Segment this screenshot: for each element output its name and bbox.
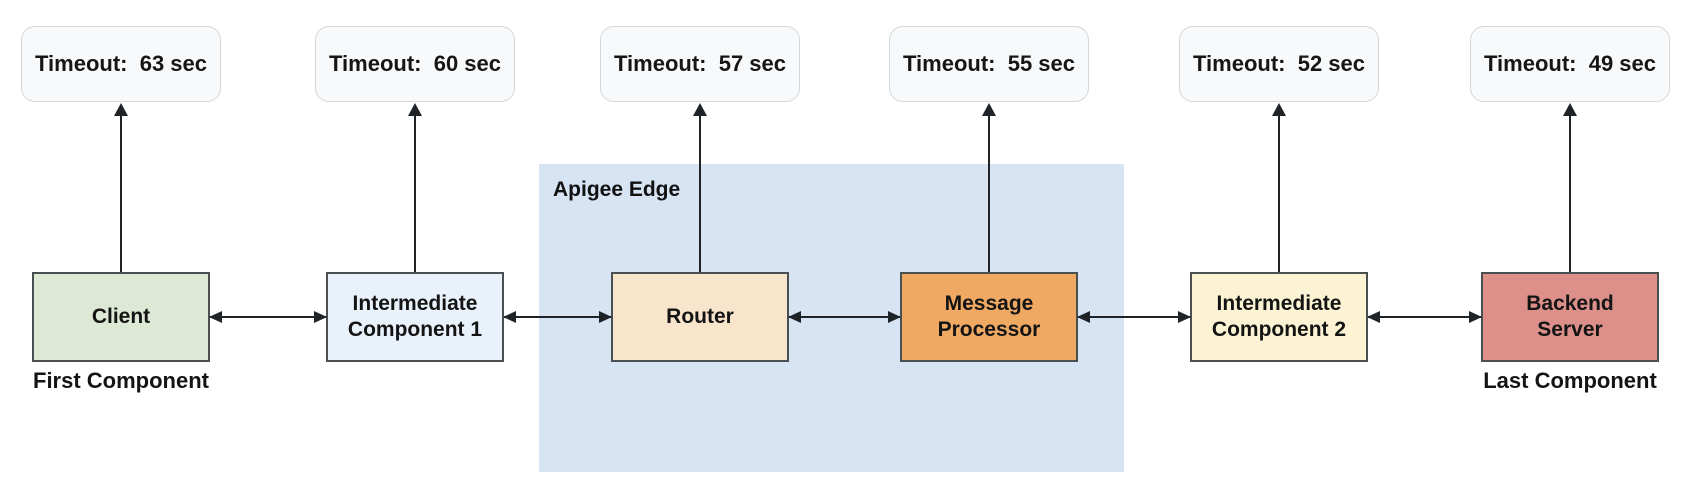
up-arrow-intermediate-1 bbox=[408, 103, 422, 272]
timeout-label-router: Timeout: 57 sec bbox=[614, 51, 786, 76]
up-arrow-intermediate-2 bbox=[1272, 103, 1286, 272]
timeout-label-message-processor: Timeout: 55 sec bbox=[903, 51, 1075, 76]
node-label-client: Client bbox=[91, 305, 151, 328]
arrow-router-message-processor bbox=[788, 311, 901, 323]
up-arrow-router bbox=[693, 103, 707, 272]
node-label-message-processor: Message Processor bbox=[937, 292, 1041, 341]
up-arrow-backend-server bbox=[1563, 103, 1577, 272]
node-intermediate-2: Intermediate Component 2 bbox=[1190, 272, 1368, 362]
timeout-box-backend-server: Timeout: 49 sec bbox=[1470, 26, 1670, 102]
arrow-intermediate-2-backend-server bbox=[1367, 311, 1482, 323]
up-arrow-client bbox=[114, 103, 128, 272]
caption-last-component: Last Component bbox=[1483, 368, 1657, 393]
node-label-intermediate-2: Intermediate Component 2 bbox=[1211, 292, 1347, 341]
caption-first-component: First Component bbox=[33, 368, 209, 393]
node-label-backend-server: Backend Server bbox=[1526, 292, 1614, 341]
timeout-box-client: Timeout: 63 sec bbox=[21, 26, 221, 102]
node-label-intermediate-1: Intermediate Component 1 bbox=[347, 292, 483, 341]
apigee-edge-label: Apigee Edge bbox=[553, 178, 681, 201]
timeout-box-intermediate-1: Timeout: 60 sec bbox=[315, 26, 515, 102]
timeout-box-message-processor: Timeout: 55 sec bbox=[889, 26, 1089, 102]
timeout-box-router: Timeout: 57 sec bbox=[600, 26, 800, 102]
node-label-router: Router bbox=[666, 305, 734, 328]
node-message-processor: Message Processor bbox=[900, 272, 1078, 362]
timeout-label-intermediate-1: Timeout: 60 sec bbox=[329, 51, 501, 76]
node-intermediate-1: Intermediate Component 1 bbox=[326, 272, 504, 362]
node-router: Router bbox=[611, 272, 789, 362]
arrow-intermediate-1-router bbox=[503, 311, 612, 323]
arrow-message-processor-intermediate-2 bbox=[1077, 311, 1191, 323]
timeout-label-intermediate-2: Timeout: 52 sec bbox=[1193, 51, 1365, 76]
arrow-client-intermediate-1 bbox=[209, 311, 327, 323]
timeout-label-backend-server: Timeout: 49 sec bbox=[1484, 51, 1656, 76]
timeout-box-intermediate-2: Timeout: 52 sec bbox=[1179, 26, 1379, 102]
up-arrow-message-processor bbox=[982, 103, 996, 272]
timeout-label-client: Timeout: 63 sec bbox=[35, 51, 207, 76]
node-backend-server: Backend Server bbox=[1481, 272, 1659, 362]
node-client: Client bbox=[32, 272, 210, 362]
